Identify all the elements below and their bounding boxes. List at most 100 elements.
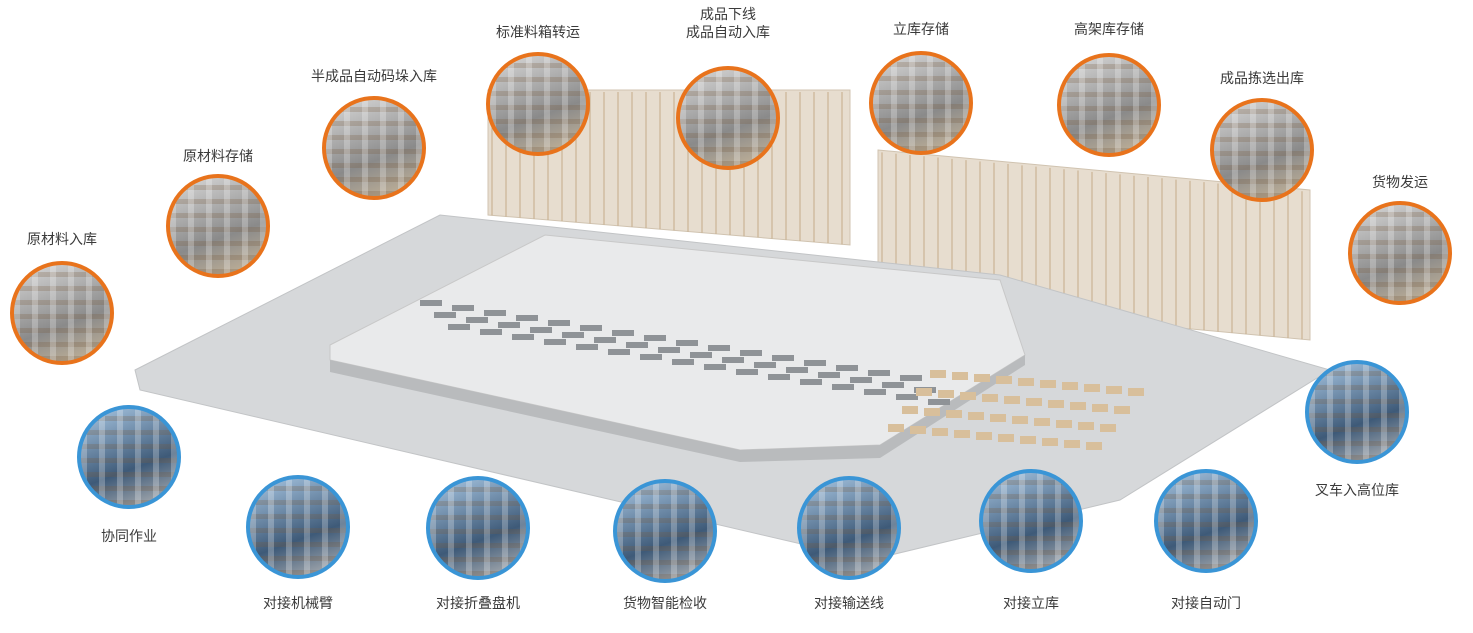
pallet bbox=[938, 390, 954, 398]
pallet bbox=[960, 392, 976, 400]
shelf-row bbox=[658, 347, 680, 353]
shelf-row bbox=[644, 335, 666, 341]
asrs-dock-label: 对接立库 bbox=[1003, 595, 1059, 613]
shelf-row bbox=[928, 399, 950, 405]
tote-transfer-label: 标准料箱转运 bbox=[496, 24, 580, 42]
raw-storage-label: 原材料存储 bbox=[183, 148, 253, 166]
label-text: 成品拣选出库 bbox=[1220, 71, 1304, 87]
pallet bbox=[1026, 398, 1042, 406]
forklift-highbay-photo bbox=[1305, 360, 1409, 464]
shelf-row bbox=[832, 384, 854, 390]
pallet bbox=[1086, 442, 1102, 450]
forklift-highbay-label: 叉车入高位库 bbox=[1315, 482, 1399, 500]
picking-outbound-photo bbox=[1210, 98, 1314, 202]
pallet bbox=[1084, 384, 1100, 392]
picking-outbound-label: 成品拣选出库 bbox=[1220, 70, 1304, 88]
shelf-row bbox=[420, 300, 442, 306]
pallet bbox=[1114, 406, 1130, 414]
pallet bbox=[1106, 386, 1122, 394]
label-text: 立库存储 bbox=[893, 22, 949, 38]
asrs-storage-label: 立库存储 bbox=[893, 21, 949, 39]
shelf-row bbox=[512, 334, 534, 340]
label-text: 成品下线 bbox=[700, 7, 756, 23]
shelf-row bbox=[704, 364, 726, 370]
raw-storage-photo bbox=[166, 174, 270, 278]
pallet bbox=[902, 406, 918, 414]
pallet bbox=[1092, 404, 1108, 412]
shelf-row bbox=[434, 312, 456, 318]
asrs-dock-photo bbox=[979, 469, 1083, 573]
shelf-row bbox=[576, 344, 598, 350]
shelf-row bbox=[484, 310, 506, 316]
pallet bbox=[976, 432, 992, 440]
shelf-row bbox=[498, 322, 520, 328]
photo-texture bbox=[1309, 364, 1405, 460]
auto-door-label: 对接自动门 bbox=[1171, 595, 1241, 613]
collaboration-label: 协同作业 bbox=[101, 528, 157, 546]
label-text: 对接立库 bbox=[1003, 596, 1059, 612]
shelf-row bbox=[448, 324, 470, 330]
shelf-row bbox=[850, 377, 872, 383]
pallet bbox=[1078, 422, 1094, 430]
pallet bbox=[1020, 436, 1036, 444]
pallet bbox=[1034, 418, 1050, 426]
finished-offline-photo bbox=[676, 66, 780, 170]
conveyor-dock-photo bbox=[797, 476, 901, 580]
pallet bbox=[998, 434, 1014, 442]
pallet-folder-photo bbox=[426, 476, 530, 580]
asrs-storage-photo bbox=[869, 51, 973, 155]
shelf-row bbox=[800, 379, 822, 385]
label-text: 对接机械臂 bbox=[263, 596, 333, 612]
pallet bbox=[982, 394, 998, 402]
pallet bbox=[1128, 388, 1144, 396]
shelf-row bbox=[722, 357, 744, 363]
pallet bbox=[974, 374, 990, 382]
photo-texture bbox=[1214, 102, 1310, 198]
label-text: 标准料箱转运 bbox=[496, 25, 580, 41]
collaboration-photo bbox=[77, 405, 181, 509]
pallet bbox=[1056, 420, 1072, 428]
pallet bbox=[996, 376, 1012, 384]
shelf-row bbox=[882, 382, 904, 388]
finished-offline-label: 成品下线成品自动入库 bbox=[686, 6, 770, 42]
smart-inspection-photo bbox=[613, 479, 717, 583]
pallet bbox=[916, 388, 932, 396]
smart-inspection-label: 货物智能检收 bbox=[623, 595, 707, 613]
shelf-row bbox=[612, 330, 634, 336]
photo-texture bbox=[14, 265, 110, 361]
pallet bbox=[1018, 378, 1034, 386]
label-text: 高架库存储 bbox=[1074, 22, 1144, 38]
pallet bbox=[1070, 402, 1086, 410]
photo-texture bbox=[326, 100, 422, 196]
robot-arm-photo bbox=[246, 475, 350, 579]
shelf-row bbox=[772, 355, 794, 361]
photo-texture bbox=[430, 480, 526, 576]
label-text: 对接自动门 bbox=[1171, 596, 1241, 612]
shelf-row bbox=[786, 367, 808, 373]
shelf-row bbox=[562, 332, 584, 338]
label-text: 原材料存储 bbox=[183, 149, 253, 165]
shelf-row bbox=[690, 352, 712, 358]
pallet bbox=[930, 370, 946, 378]
shelf-row bbox=[548, 320, 570, 326]
shelf-row bbox=[736, 369, 758, 375]
pallet bbox=[1048, 400, 1064, 408]
shelf-row bbox=[896, 394, 918, 400]
photo-texture bbox=[250, 479, 346, 575]
semi-palletizing-photo bbox=[322, 96, 426, 200]
pallet bbox=[1040, 380, 1056, 388]
label-text: 协同作业 bbox=[101, 529, 157, 545]
photo-texture bbox=[873, 55, 969, 151]
photo-texture bbox=[1352, 205, 1448, 301]
robot-arm-label: 对接机械臂 bbox=[263, 595, 333, 613]
shelf-row bbox=[768, 374, 790, 380]
tote-transfer-photo bbox=[486, 52, 590, 156]
shelf-row bbox=[708, 345, 730, 351]
shelf-row bbox=[608, 349, 630, 355]
pallet bbox=[932, 428, 948, 436]
pallet bbox=[1012, 416, 1028, 424]
pallet-rows bbox=[420, 300, 1144, 450]
shelf-row bbox=[804, 360, 826, 366]
mezzanine-edge bbox=[330, 355, 1025, 462]
pallet bbox=[1100, 424, 1116, 432]
